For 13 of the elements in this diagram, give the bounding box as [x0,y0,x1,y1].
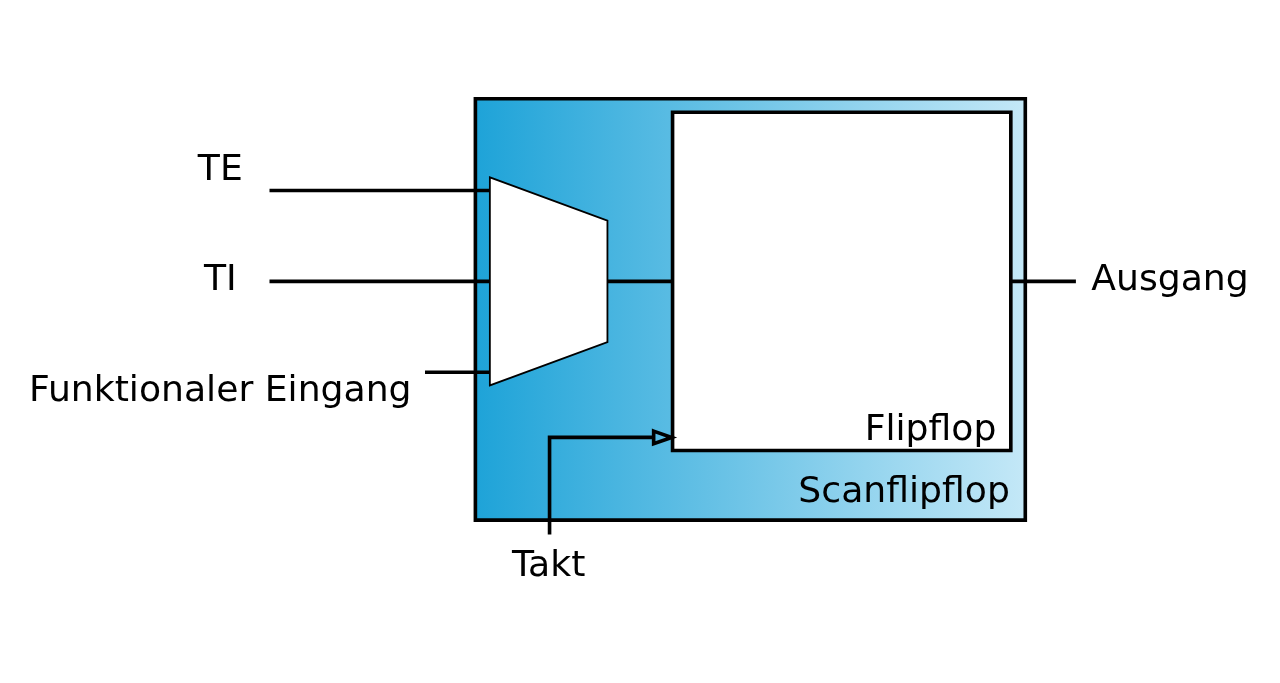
node-trapezoid [488,175,609,387]
node-text: TE [197,145,243,189]
node-text: Takt [511,541,586,585]
connector [425,370,490,374]
node-text: TI [203,255,237,299]
arrow [547,428,678,534]
connector [607,279,673,283]
node-box: Flipflop [670,109,1013,452]
node-text: Ausgang [1091,255,1249,299]
connector [269,279,490,283]
node-text: Funktionaler Eingang [29,366,412,410]
connector [269,188,490,192]
connector [1011,279,1076,283]
